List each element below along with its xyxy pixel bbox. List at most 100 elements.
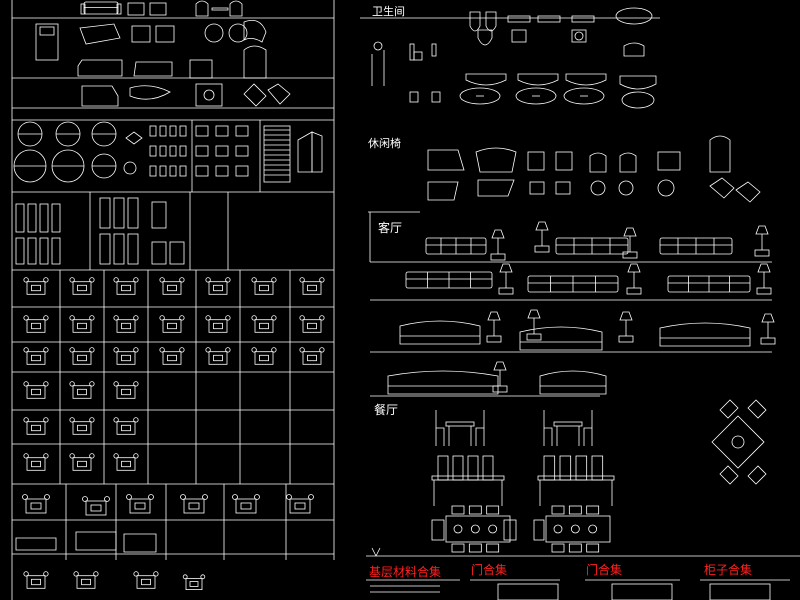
chair-plan-icon xyxy=(228,23,248,43)
lamp-shade-icon xyxy=(623,227,637,237)
lamp-icon xyxy=(179,347,185,353)
coffee-table-icon xyxy=(77,354,87,362)
lamp-shade-icon xyxy=(487,311,501,321)
lamp-shade-icon xyxy=(757,263,771,273)
lamp-icon xyxy=(43,277,49,283)
dining-table-plan-icon xyxy=(445,515,511,543)
lamp-icon xyxy=(159,315,165,321)
door-elevation-icon xyxy=(113,233,125,265)
lamp-icon xyxy=(182,574,188,580)
cabinet-collection-title: 柜子合集 xyxy=(704,563,753,577)
building-elevation-icon xyxy=(311,131,323,173)
chair-elevation-icon xyxy=(527,151,545,171)
washbasin-icon xyxy=(507,15,531,23)
dining-chair-icon xyxy=(475,410,485,446)
dining-set-icon xyxy=(159,125,167,137)
door-elevation-icon xyxy=(127,197,139,229)
lamp-icon xyxy=(133,571,139,577)
sofa-plan-icon xyxy=(116,421,136,435)
dining-chair-plan-icon xyxy=(451,543,465,553)
dining-set-icon xyxy=(179,145,187,157)
lamp-icon xyxy=(205,277,211,283)
bathtub-plan-icon xyxy=(615,7,653,25)
coffee-table-icon xyxy=(77,322,87,330)
chair-plan-icon xyxy=(735,181,761,203)
lamp-icon xyxy=(225,277,231,283)
coffee-table-icon xyxy=(77,460,87,468)
door-elevation-icon xyxy=(51,203,61,233)
door-elevation-icon xyxy=(51,237,61,265)
side-table-icon xyxy=(754,249,770,257)
bathtub-elevation-icon xyxy=(619,75,657,90)
dining-chair-plan-icon xyxy=(568,505,582,515)
freestanding-tub-icon xyxy=(623,42,645,57)
lamp-icon xyxy=(113,381,119,387)
chair-elevation-icon xyxy=(229,0,243,17)
dining-chair-plan-icon xyxy=(747,399,767,419)
classic-sofa-elevation-icon xyxy=(659,322,751,347)
lamp-icon xyxy=(126,494,132,500)
lamp-icon xyxy=(148,494,154,500)
toilet-icon xyxy=(485,11,497,32)
door-elevation-icon xyxy=(169,241,185,265)
dining-chair-plan-icon xyxy=(551,505,565,515)
door-elevation-icon xyxy=(99,197,111,229)
pillow-icon xyxy=(39,26,55,36)
lamp-icon xyxy=(113,315,119,321)
lamp-icon xyxy=(44,494,50,500)
door-collection-legend xyxy=(611,583,673,600)
dining-set-icon xyxy=(215,145,229,157)
dining-set-icon xyxy=(215,165,229,177)
lamp-icon xyxy=(271,277,277,283)
coffee-table-icon xyxy=(307,284,317,292)
coffee-table-icon xyxy=(294,502,306,510)
coffee-table-icon xyxy=(307,354,317,362)
coffee-table-icon xyxy=(189,581,199,587)
stair-icon xyxy=(263,125,291,183)
lamp-icon xyxy=(225,315,231,321)
sofa-plan-icon xyxy=(183,498,205,514)
dining-chair-plan-icon xyxy=(719,399,739,419)
coffee-table-icon xyxy=(121,460,131,468)
sofa-plan-icon xyxy=(136,575,156,589)
lamp-icon xyxy=(153,571,159,577)
coffee-table-icon xyxy=(81,578,91,586)
lamp-icon xyxy=(286,494,292,500)
side-table-icon xyxy=(492,385,508,393)
dining-room-section-title: 餐厅 xyxy=(374,403,399,417)
coffee-table-icon xyxy=(31,424,41,432)
chair-plan-icon xyxy=(243,83,267,107)
dining-chair-plan-icon xyxy=(486,505,500,515)
sofa-plan-icon xyxy=(116,457,136,471)
dining-set-icon xyxy=(179,165,187,177)
plate-icon xyxy=(570,524,580,534)
lamp-icon xyxy=(319,347,325,353)
lamp-icon xyxy=(308,494,314,500)
lamp-icon xyxy=(133,315,139,321)
stool-plan-icon xyxy=(555,181,571,195)
side-table-icon xyxy=(760,337,776,345)
coffee-table-icon xyxy=(213,284,223,292)
lamp-icon xyxy=(23,571,29,577)
chaise-plan-icon xyxy=(477,179,515,197)
lamp-icon xyxy=(43,417,49,423)
chair-elevation-icon xyxy=(149,2,167,16)
lamp-icon xyxy=(43,381,49,387)
lamp-icon xyxy=(69,381,75,387)
tap-icon xyxy=(409,91,419,103)
lamp-icon xyxy=(113,417,119,423)
sofa-plan-icon xyxy=(116,351,136,365)
sofa-plan-icon xyxy=(26,421,46,435)
lamp-shade-icon xyxy=(619,311,633,321)
lamp-icon xyxy=(319,315,325,321)
plate-icon xyxy=(488,524,498,534)
side-buffet-icon xyxy=(503,519,517,541)
lamp-shade-icon xyxy=(493,361,507,371)
sofa-plan-icon xyxy=(162,319,182,333)
dining-chair-plan-icon xyxy=(586,505,600,515)
lamp-icon xyxy=(319,277,325,283)
side-table-icon xyxy=(626,287,642,295)
lamp-icon xyxy=(205,347,211,353)
bathtub-plan-icon xyxy=(563,87,605,105)
coffee-table-icon xyxy=(213,322,223,330)
